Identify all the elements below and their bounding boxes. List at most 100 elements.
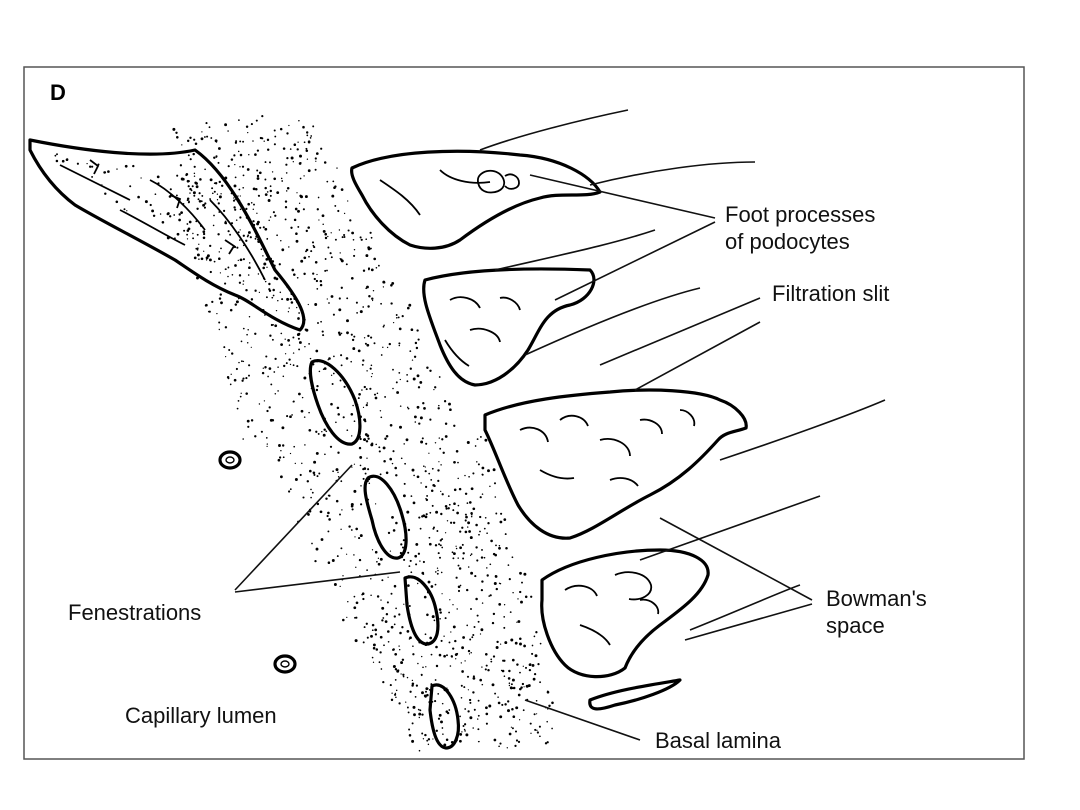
stipple-dot <box>217 147 221 150</box>
stipple-dot <box>219 293 222 296</box>
stipple-dot <box>258 403 261 405</box>
stipple-dot <box>433 484 436 488</box>
stipple-dot <box>354 536 356 538</box>
stipple-dot <box>340 480 343 483</box>
stipple-dot <box>282 456 285 459</box>
stipple-dot <box>317 322 319 324</box>
stipple-dot <box>266 443 268 445</box>
stipple-dot <box>298 332 301 336</box>
stipple-dot <box>315 279 319 283</box>
stipple-dot <box>256 149 260 152</box>
stipple-dot <box>322 334 325 337</box>
stipple-dot <box>218 257 221 260</box>
stipple-dot <box>186 199 189 202</box>
stipple-dot <box>199 178 202 181</box>
stipple-dot <box>261 371 265 375</box>
stipple-dot <box>154 193 157 196</box>
stipple-dot <box>444 422 448 426</box>
stipple-dot <box>383 324 385 327</box>
stipple-dot <box>280 475 283 479</box>
stipple-dot <box>310 250 313 253</box>
stipple-dot <box>231 352 234 355</box>
stipple-dot <box>395 696 397 698</box>
stipple-dot <box>371 442 374 445</box>
stipple-dot <box>509 611 512 613</box>
stipple-dot <box>396 391 400 394</box>
stipple-dot <box>473 626 476 628</box>
stipple-dot <box>284 218 287 221</box>
stipple-dot <box>249 236 252 239</box>
stipple-dot <box>303 175 305 177</box>
stipple-dot <box>292 364 295 367</box>
stipple-dot <box>477 740 480 743</box>
stipple-dot <box>427 738 431 741</box>
stipple-dot <box>375 443 377 446</box>
stipple-dot <box>551 701 554 705</box>
stipple-dot <box>429 418 432 421</box>
stipple-dot <box>305 147 308 150</box>
stipple-dot <box>459 530 462 533</box>
stipple-dot <box>258 291 261 294</box>
stipple-dot <box>493 738 497 742</box>
stipple-dot <box>340 528 342 531</box>
stipple-dot <box>365 388 368 391</box>
stipple-dot <box>410 571 413 574</box>
stipple-dot <box>264 367 267 369</box>
stipple-dot <box>333 355 335 358</box>
stipple-dot <box>186 223 189 225</box>
stipple-dot <box>307 141 311 144</box>
stipple-dot <box>316 208 319 211</box>
stipple-dot <box>408 604 411 608</box>
stipple-dot <box>307 303 309 306</box>
stipple-dot <box>268 406 271 409</box>
stipple-dot <box>245 392 248 395</box>
stipple-dot <box>327 246 330 249</box>
stipple-dot <box>234 176 237 179</box>
stipple-dot <box>229 383 232 386</box>
stipple-dot <box>410 328 414 332</box>
stipple-dot <box>325 497 328 500</box>
stipple-dot <box>242 258 245 261</box>
stipple-dot <box>271 171 274 173</box>
stipple-dot <box>275 309 278 312</box>
stipple-dot <box>418 516 421 519</box>
stipple-dot <box>448 709 451 711</box>
stipple-dot <box>361 363 364 366</box>
stipple-dot <box>214 182 218 185</box>
stipple-dot <box>516 663 519 666</box>
stipple-dot <box>370 634 373 638</box>
stipple-dot <box>374 503 377 505</box>
stipple-dot <box>355 527 359 531</box>
stipple-dot <box>303 141 306 144</box>
stipple-dot <box>247 329 249 331</box>
stipple-dot <box>55 159 59 163</box>
stipple-dot <box>363 438 367 442</box>
stipple-dot <box>386 346 389 349</box>
stipple-dot <box>485 664 488 667</box>
stipple-dot <box>413 355 417 358</box>
stipple-dot <box>457 504 460 507</box>
stipple-dot <box>379 651 382 654</box>
stipple-dot <box>416 405 420 409</box>
stipple-dot <box>265 296 268 299</box>
stipple-dot <box>315 160 317 162</box>
stipple-dot <box>216 193 219 195</box>
stipple-dot <box>383 460 386 463</box>
stipple-dot <box>205 122 208 125</box>
stipple-dot <box>464 474 466 477</box>
stipple-dot <box>227 377 230 380</box>
stipple-dot <box>327 511 330 515</box>
stipple-dot <box>306 131 309 134</box>
stipple-dot <box>308 411 310 414</box>
stipple-dot <box>319 279 323 283</box>
stipple-dot <box>290 301 294 304</box>
stipple-dot <box>480 556 484 559</box>
stipple-dot <box>258 195 260 197</box>
stipple-dot <box>218 297 222 300</box>
stipple-dot <box>269 194 272 197</box>
stipple-dot <box>324 269 327 272</box>
stipple-dot <box>189 136 192 139</box>
stipple-dot <box>452 557 455 560</box>
stipple-dot <box>508 732 512 736</box>
stipple-dot <box>224 326 228 329</box>
